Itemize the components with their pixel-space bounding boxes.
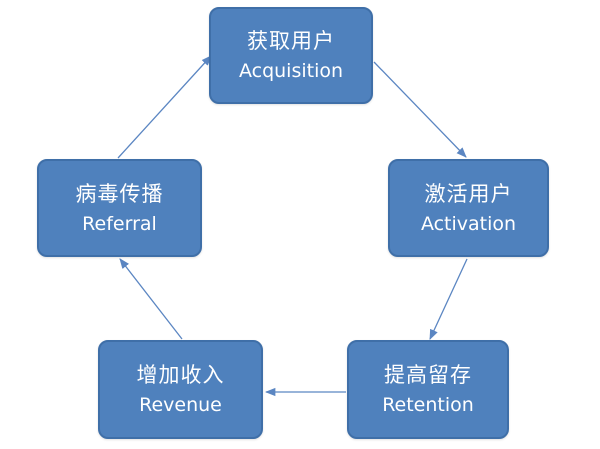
arrow-revenue-to-referral [119, 258, 183, 340]
arrow-acquisition-to-activation [373, 61, 467, 158]
node-activation-en-label: Activation [420, 212, 517, 235]
node-referral: 病毒传播 Referral [37, 159, 202, 257]
node-revenue-zh-label: 增加收入 [136, 363, 225, 387]
node-acquisition: 获取用户 Acquisition [209, 7, 373, 104]
node-revenue-en-label: Revenue [139, 394, 222, 416]
arrow-referral-to-acquisition [117, 55, 212, 159]
node-acquisition-en-label: Acquisition [238, 60, 344, 82]
node-referral-en-label: Referral [82, 212, 157, 235]
node-revenue: 增加收入 Revenue [98, 340, 263, 439]
node-retention-en-label: Retention [382, 394, 474, 416]
node-activation-zh-label: 激活用户 [424, 181, 513, 206]
node-activation: 激活用户 Activation [388, 159, 549, 257]
node-referral-zh-label: 病毒传播 [75, 181, 164, 206]
node-acquisition-zh-label: 获取用户 [247, 29, 335, 53]
arrow-activation-to-retention [429, 258, 468, 340]
node-retention-zh-label: 提高留存 [384, 363, 472, 387]
node-retention: 提高留存 Retention [347, 340, 509, 439]
